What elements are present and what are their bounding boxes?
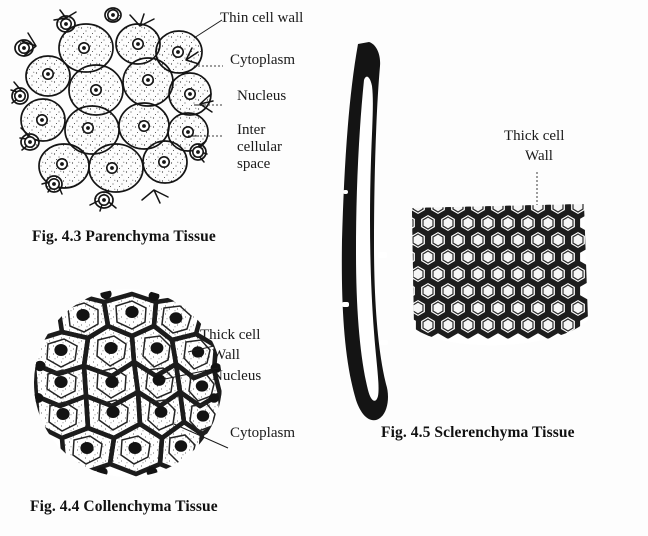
label-cytoplasm: Cytoplasm: [230, 52, 296, 68]
label-cytoplasm: Cytoplasm: [230, 425, 296, 441]
parenchyma-diagram: [8, 7, 223, 223]
collenchyma-diagram: [28, 288, 229, 478]
label-inter-cellular-space-line1: Inter: [237, 122, 266, 138]
caption-sclerenchyma: Fig. 4.5 Sclerenchyma Tissue: [381, 424, 575, 441]
caption-collenchyma: Fig. 4.4 Collenchyma Tissue: [30, 498, 218, 515]
label-thick-cell: Thick cell: [504, 128, 565, 144]
label-nucleus: Nucleus: [237, 88, 287, 104]
sclerenchyma-fiber: [336, 40, 416, 425]
label-inter-cellular-space-line3: space: [237, 156, 271, 172]
label-wall: Wall: [525, 148, 553, 164]
label-thick-cell: Thick cell: [200, 327, 261, 343]
sclerenchyma-leader: [530, 172, 544, 206]
label-nucleus: Nucleus: [212, 368, 262, 384]
caption-parenchyma: Fig. 4.3 Parenchyma Tissue: [32, 228, 216, 245]
label-wall: Wall: [212, 347, 240, 363]
sclerenchyma-diagram: [408, 200, 590, 355]
label-thin-cell-wall: Thin cell wall: [220, 10, 304, 26]
label-inter-cellular-space-line2: cellular: [237, 139, 282, 155]
